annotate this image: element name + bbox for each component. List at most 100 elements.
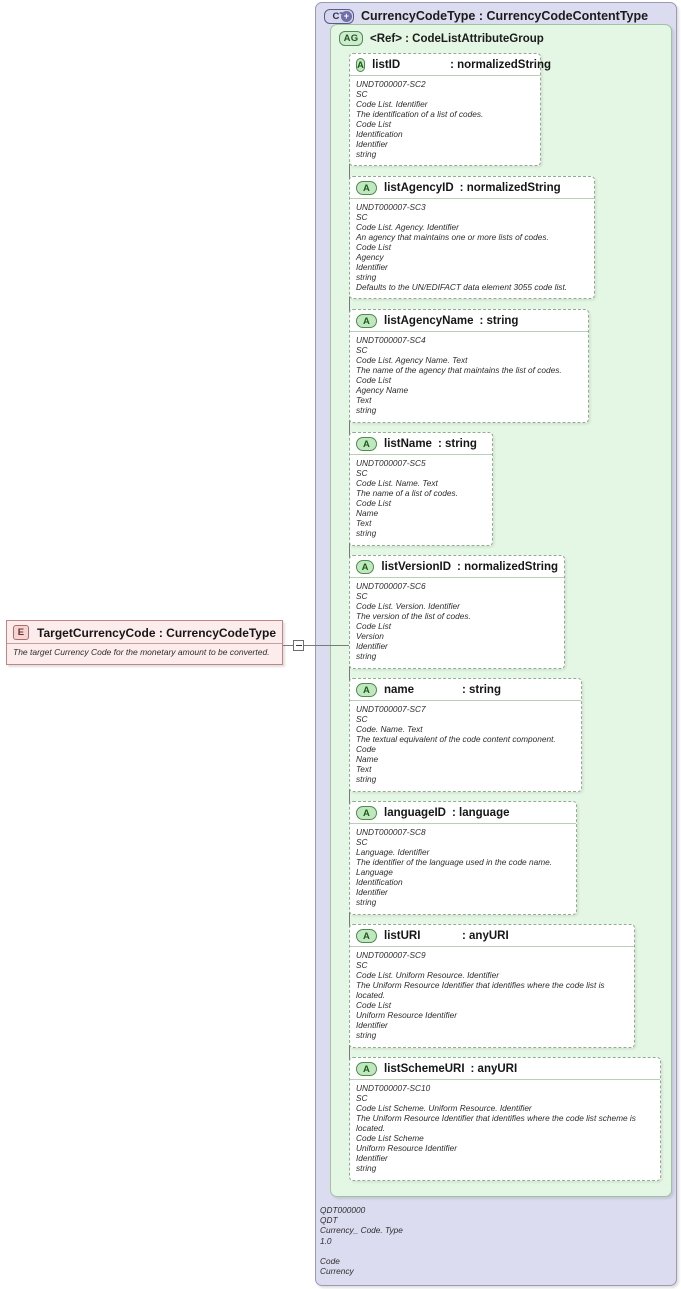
detail-line: The identifier of the language used in t… [356, 857, 553, 868]
attribute-icon[interactable]: A [356, 806, 377, 820]
detail-line: Code List [356, 621, 392, 632]
detail-line: Language [356, 867, 393, 878]
attribute-type: : normalizedString [457, 561, 558, 573]
detail-line: Text [356, 764, 372, 775]
attribute-name: listID [372, 59, 401, 71]
attribute-card-listid[interactable]: A listID : normalizedString UNDT000007-S… [349, 53, 551, 166]
detail-line: Identifier [356, 641, 388, 652]
detail-line: SC [356, 714, 368, 725]
complex-type-badge-label: CT [332, 10, 346, 22]
detail-line: UNDT000007-SC8 [356, 827, 426, 837]
attribute-name: listAgencyID [384, 182, 454, 194]
attribute-card-languageid[interactable]: A languageID : language UNDT000007-SC8 S… [349, 801, 577, 915]
detail-line: Version [356, 631, 384, 642]
attribute-name: listURI [384, 930, 421, 942]
connector-spine-2 [349, 108, 350, 231]
detail-line: SC [356, 837, 368, 848]
element-connector-left [283, 645, 294, 646]
detail-line: The Uniform Resource Identifier that ide… [356, 980, 605, 1001]
detail-line: Identifier [356, 262, 388, 273]
detail-line: UNDT000007-SC6 [356, 581, 426, 591]
attribute-type: : language [451, 807, 510, 819]
detail-line: string [356, 528, 377, 539]
attribute-header: A listURI : anyURI [350, 925, 634, 947]
detail-line: Code List Scheme [356, 1133, 424, 1144]
detail-line: string [356, 897, 377, 908]
detail-line: Code List [356, 242, 392, 253]
attribute-name: languageID [384, 807, 446, 819]
attribute-icon[interactable]: A [356, 560, 375, 574]
detail-line: Code [356, 744, 376, 755]
detail-line: string [356, 651, 377, 662]
element-expand-toggle[interactable] [293, 640, 304, 651]
attribute-name: listAgencyName [384, 315, 474, 327]
footer-line: Code [320, 1255, 340, 1266]
detail-line: Identification [356, 877, 403, 888]
detail-line: Code List. Version. Identifier [356, 601, 460, 612]
footer-spacer [320, 1246, 674, 1256]
element-icon[interactable]: E [13, 625, 30, 640]
detail-line: SC [356, 1093, 368, 1104]
attribute-card-listagencyid[interactable]: A listAgencyID : normalizedString UNDT00… [349, 176, 595, 299]
element-title: TargetCurrencyCode : CurrencyCodeType [37, 625, 276, 640]
detail-line: Identifier [356, 1153, 388, 1164]
attribute-header: A name : string [350, 679, 581, 701]
detail-line: string [356, 272, 377, 283]
attribute-detail-lines: UNDT000007-SC4 SC Code List. Agency Name… [350, 332, 588, 419]
detail-line: Code List [356, 498, 392, 509]
attribute-detail-lines: UNDT000007-SC5 SC Code List. Name. Text … [350, 455, 492, 542]
attribute-type: : normalizedString [459, 182, 561, 194]
footer-line: Currency_ Code. Type [320, 1225, 403, 1236]
attribute-type: : string [479, 315, 519, 327]
attribute-detail-lines: UNDT000007-SC9 SC Code List. Uniform Res… [350, 947, 634, 1044]
attribute-card-listname[interactable]: A listName : string UNDT000007-SC5 SC Co… [349, 432, 493, 546]
attribute-group-icon[interactable]: AG [339, 31, 363, 46]
complex-type-icon[interactable]: CT + [324, 8, 354, 24]
detail-line: string [356, 774, 377, 785]
detail-line: Code. Name. Text [356, 724, 423, 735]
attribute-header: A listVersionID : normalizedString [350, 556, 564, 578]
attribute-name: listName [384, 438, 432, 450]
footer-line: Currency [320, 1266, 354, 1277]
attribute-icon[interactable]: A [356, 1062, 377, 1076]
attribute-header: A listSchemeURI : anyURI [350, 1058, 660, 1080]
detail-line: UNDT000007-SC4 [356, 335, 426, 345]
attribute-card-name[interactable]: A name : string UNDT000007-SC7 SC Code. … [349, 678, 582, 792]
detail-line: Text [356, 395, 372, 406]
attribute-icon[interactable]: A [356, 181, 377, 195]
attribute-card-listversionid[interactable]: A listVersionID : normalizedString UNDT0… [349, 555, 565, 669]
attribute-card-listuri[interactable]: A listURI : anyURI UNDT000007-SC9 SC Cod… [349, 924, 635, 1048]
attribute-card-listagencyname[interactable]: A listAgencyName : string UNDT000007-SC4… [349, 309, 589, 423]
detail-line: The identification of a list of codes. [356, 109, 484, 120]
detail-line: Agency [356, 252, 384, 263]
expand-plus-icon[interactable]: + [341, 10, 352, 22]
detail-line: string [356, 149, 377, 160]
attribute-icon[interactable]: A [356, 929, 377, 943]
detail-line: Identifier [356, 139, 388, 150]
attribute-card-listschemeuri[interactable]: A listSchemeURI : anyURI UNDT000007-SC10… [349, 1057, 661, 1181]
detail-line: UNDT000007-SC3 [356, 202, 426, 212]
detail-line: Code List [356, 375, 392, 386]
attribute-header: A listAgencyName : string [350, 310, 588, 332]
attribute-detail-lines: UNDT000007-SC7 SC Code. Name. Text The t… [350, 701, 581, 788]
attribute-type: : anyURI [470, 1063, 518, 1075]
detail-line: Uniform Resource Identifier [356, 1143, 457, 1154]
attribute-icon[interactable]: A [356, 314, 377, 328]
attribute-icon[interactable]: A [356, 437, 377, 451]
attribute-icon[interactable]: A [356, 683, 377, 697]
detail-line: SC [356, 345, 368, 356]
attribute-icon[interactable]: A [356, 58, 366, 72]
detail-line: SC [356, 212, 368, 223]
detail-line: Code List. Name. Text [356, 478, 438, 489]
attribute-group-title: <Ref> : CodeListAttributeGroup [370, 32, 544, 45]
element-box-targetcurrencycode[interactable]: E TargetCurrencyCode : CurrencyCodeType … [6, 620, 283, 665]
detail-line: Identification [356, 129, 403, 140]
attribute-detail-lines: UNDT000007-SC10 SC Code List Scheme. Uni… [350, 1080, 660, 1177]
type-footer-info: QDT000000 QDT Currency_ Code. Type 1.0 C… [318, 1205, 674, 1276]
attribute-detail-lines: UNDT000007-SC3 SC Code List. Agency. Ide… [350, 199, 594, 296]
detail-line: SC [356, 468, 368, 479]
detail-line: UNDT000007-SC5 [356, 458, 426, 468]
detail-line: Code List. Identifier [356, 99, 428, 110]
detail-line: Text [356, 518, 372, 529]
attribute-detail-lines: UNDT000007-SC6 SC Code List. Version. Id… [350, 578, 564, 665]
